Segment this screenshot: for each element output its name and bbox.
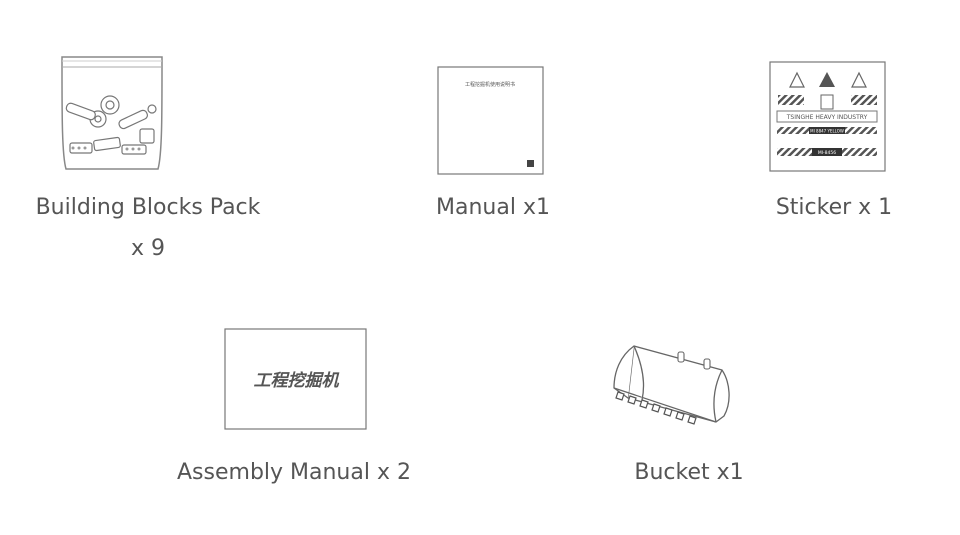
- sticker-code-a: MI 8847 YELLOW: [810, 129, 844, 134]
- assembly-manual-title: 工程挖掘机: [254, 371, 340, 391]
- assembly-manual-icon: 工程挖掘机: [224, 328, 368, 431]
- item-label: Building Blocks Pack: [35, 195, 261, 220]
- mi-logo-icon: [527, 160, 534, 167]
- sticker-sheet-icon: TSINGHE HEAVY INDUSTRY MI 8847 YELLOW MI…: [769, 61, 887, 173]
- item-label: Assembly Manual x 2: [177, 460, 411, 485]
- manual-booklet-icon: 工程挖掘机使用说明书: [437, 66, 545, 176]
- manual-cover-text: 工程挖掘机使用说明书: [465, 81, 515, 88]
- sticker-code-b: MI-8456: [818, 150, 836, 156]
- sticker-brand-text: TSINGHE HEAVY INDUSTRY: [786, 114, 868, 121]
- item-quantity: x 9: [130, 236, 165, 261]
- excavator-bucket-icon: [606, 342, 736, 434]
- bag-of-building-blocks-icon: [58, 55, 166, 175]
- item-label: Bucket x1: [634, 460, 744, 485]
- item-label: Sticker x 1: [775, 195, 893, 220]
- item-label: Manual x1: [436, 195, 550, 220]
